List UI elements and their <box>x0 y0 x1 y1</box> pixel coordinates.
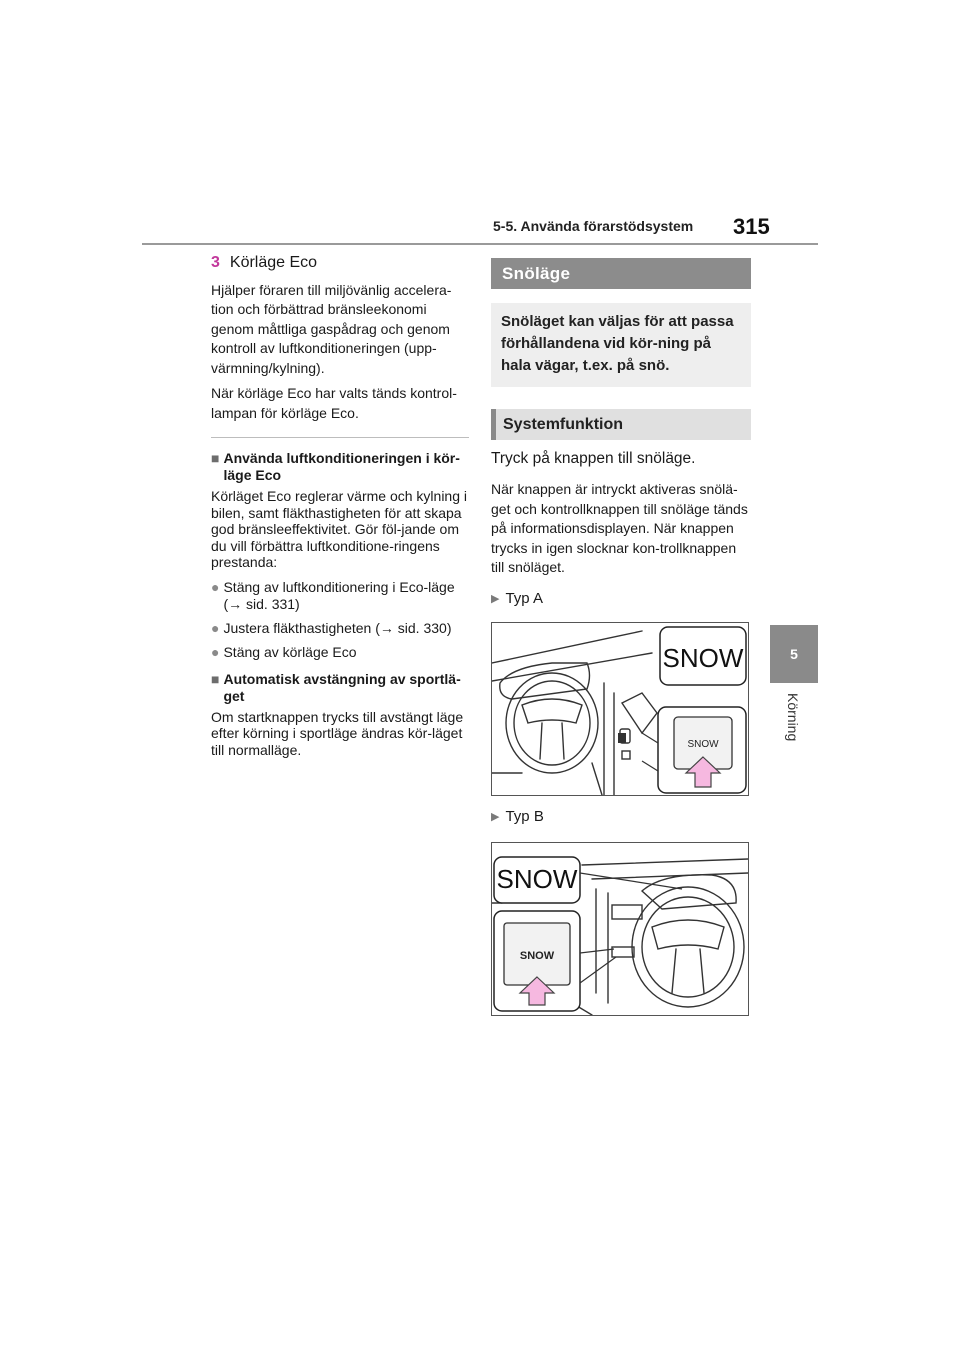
triangle-bullet-icon: ▶ <box>491 810 500 823</box>
dashboard-snow-button-type-a: SNOW SNOW <box>491 625 747 796</box>
snow-label-callout <box>659 625 747 686</box>
round-bullet-icon: ● <box>211 643 220 660</box>
intro-callout: Snöläget kan väljas för att passa förhål… <box>491 303 751 387</box>
snow-button-text: SNOW <box>520 950 555 962</box>
triangle-bullet-icon: ▶ <box>491 592 500 605</box>
subheading-sport-mode: ■ Automatisk avstängning av sportlä-get <box>211 671 469 705</box>
air-conditioning-body: Körläget Eco reglerar värme och kylning … <box>211 488 468 570</box>
square-bullet-icon: ■ <box>211 450 220 466</box>
illustration-type-b: SNOW SNOW <box>491 841 749 1016</box>
illustration-type-a: SNOW SNOW <box>491 621 749 796</box>
subsection-band: Systemfunktion <box>491 409 751 440</box>
running-header: 5-5. Använda förarstödsystem <box>493 218 694 234</box>
round-bullet-icon: ● <box>211 619 220 636</box>
list-item: ● Stäng av luftkonditionering i Eco-läge… <box>211 579 469 613</box>
list-item: ● Stäng av körläge Eco <box>211 644 469 661</box>
type-b-text: Typ B <box>505 807 544 825</box>
snow-label-callout <box>493 855 581 904</box>
list-item: ● Justera fläkthastigheten (→ sid. 330) <box>211 620 469 637</box>
chapter-tab: 5 <box>770 625 818 683</box>
sport-mode-body: Om startknappen trycks till avstängt läg… <box>211 708 464 758</box>
list-item-text: Stäng av luftkonditionering i Eco-läge (… <box>223 578 455 612</box>
round-bullet-icon: ● <box>211 578 220 595</box>
right-column: Snöläge Snöläget kan väljas för att pass… <box>491 258 751 1016</box>
list-item-text: Stäng av körläge Eco <box>223 643 357 660</box>
snow-callout-text: SNOW <box>497 864 578 894</box>
section-number: 3 <box>211 254 220 271</box>
eco-indicator-note: När körläge Eco har valts tänds kontrol-… <box>211 385 457 421</box>
chapter-label: Körning <box>785 693 801 742</box>
type-a-text: Typ A <box>505 589 543 607</box>
subheading-text: Automatisk avstängning av sportlä-get <box>223 670 461 704</box>
left-column: 3 Körläge Eco Hjälper föraren till miljö… <box>211 253 469 766</box>
page-number: 315 <box>733 214 770 239</box>
type-a-label: ▶ Typ A <box>491 590 751 608</box>
subheading-air-conditioning: ■ Använda luftkonditioneringen i kör-läg… <box>211 450 469 484</box>
list-item-text: Justera fläkthastigheten (→ sid. 330) <box>223 619 452 636</box>
section-title: Körläge Eco <box>229 254 318 271</box>
section-band: Snöläge <box>491 258 751 289</box>
instruction-lead: Tryck på knappen till snöläge. <box>491 450 696 467</box>
snow-callout-text: SNOW <box>663 643 744 673</box>
instruction-body: När knappen är intryckt aktiveras snölä-… <box>491 481 748 575</box>
divider <box>211 437 469 438</box>
press-arrow-icon <box>518 975 556 1006</box>
subheading-text: Använda luftkonditioneringen i kör-läge … <box>223 450 460 483</box>
press-arrow-icon <box>684 755 722 788</box>
square-bullet-icon: ■ <box>211 670 220 687</box>
eco-description: Hjälper föraren till miljövänlig acceler… <box>211 281 452 376</box>
section-heading: 3 Körläge Eco <box>211 253 469 273</box>
header-rule <box>142 243 818 245</box>
type-b-label: ▶ Typ B <box>491 808 751 826</box>
dashboard-snow-button-type-b: SNOW SNOW <box>491 855 749 1016</box>
snow-button-text: SNOW <box>687 739 719 750</box>
